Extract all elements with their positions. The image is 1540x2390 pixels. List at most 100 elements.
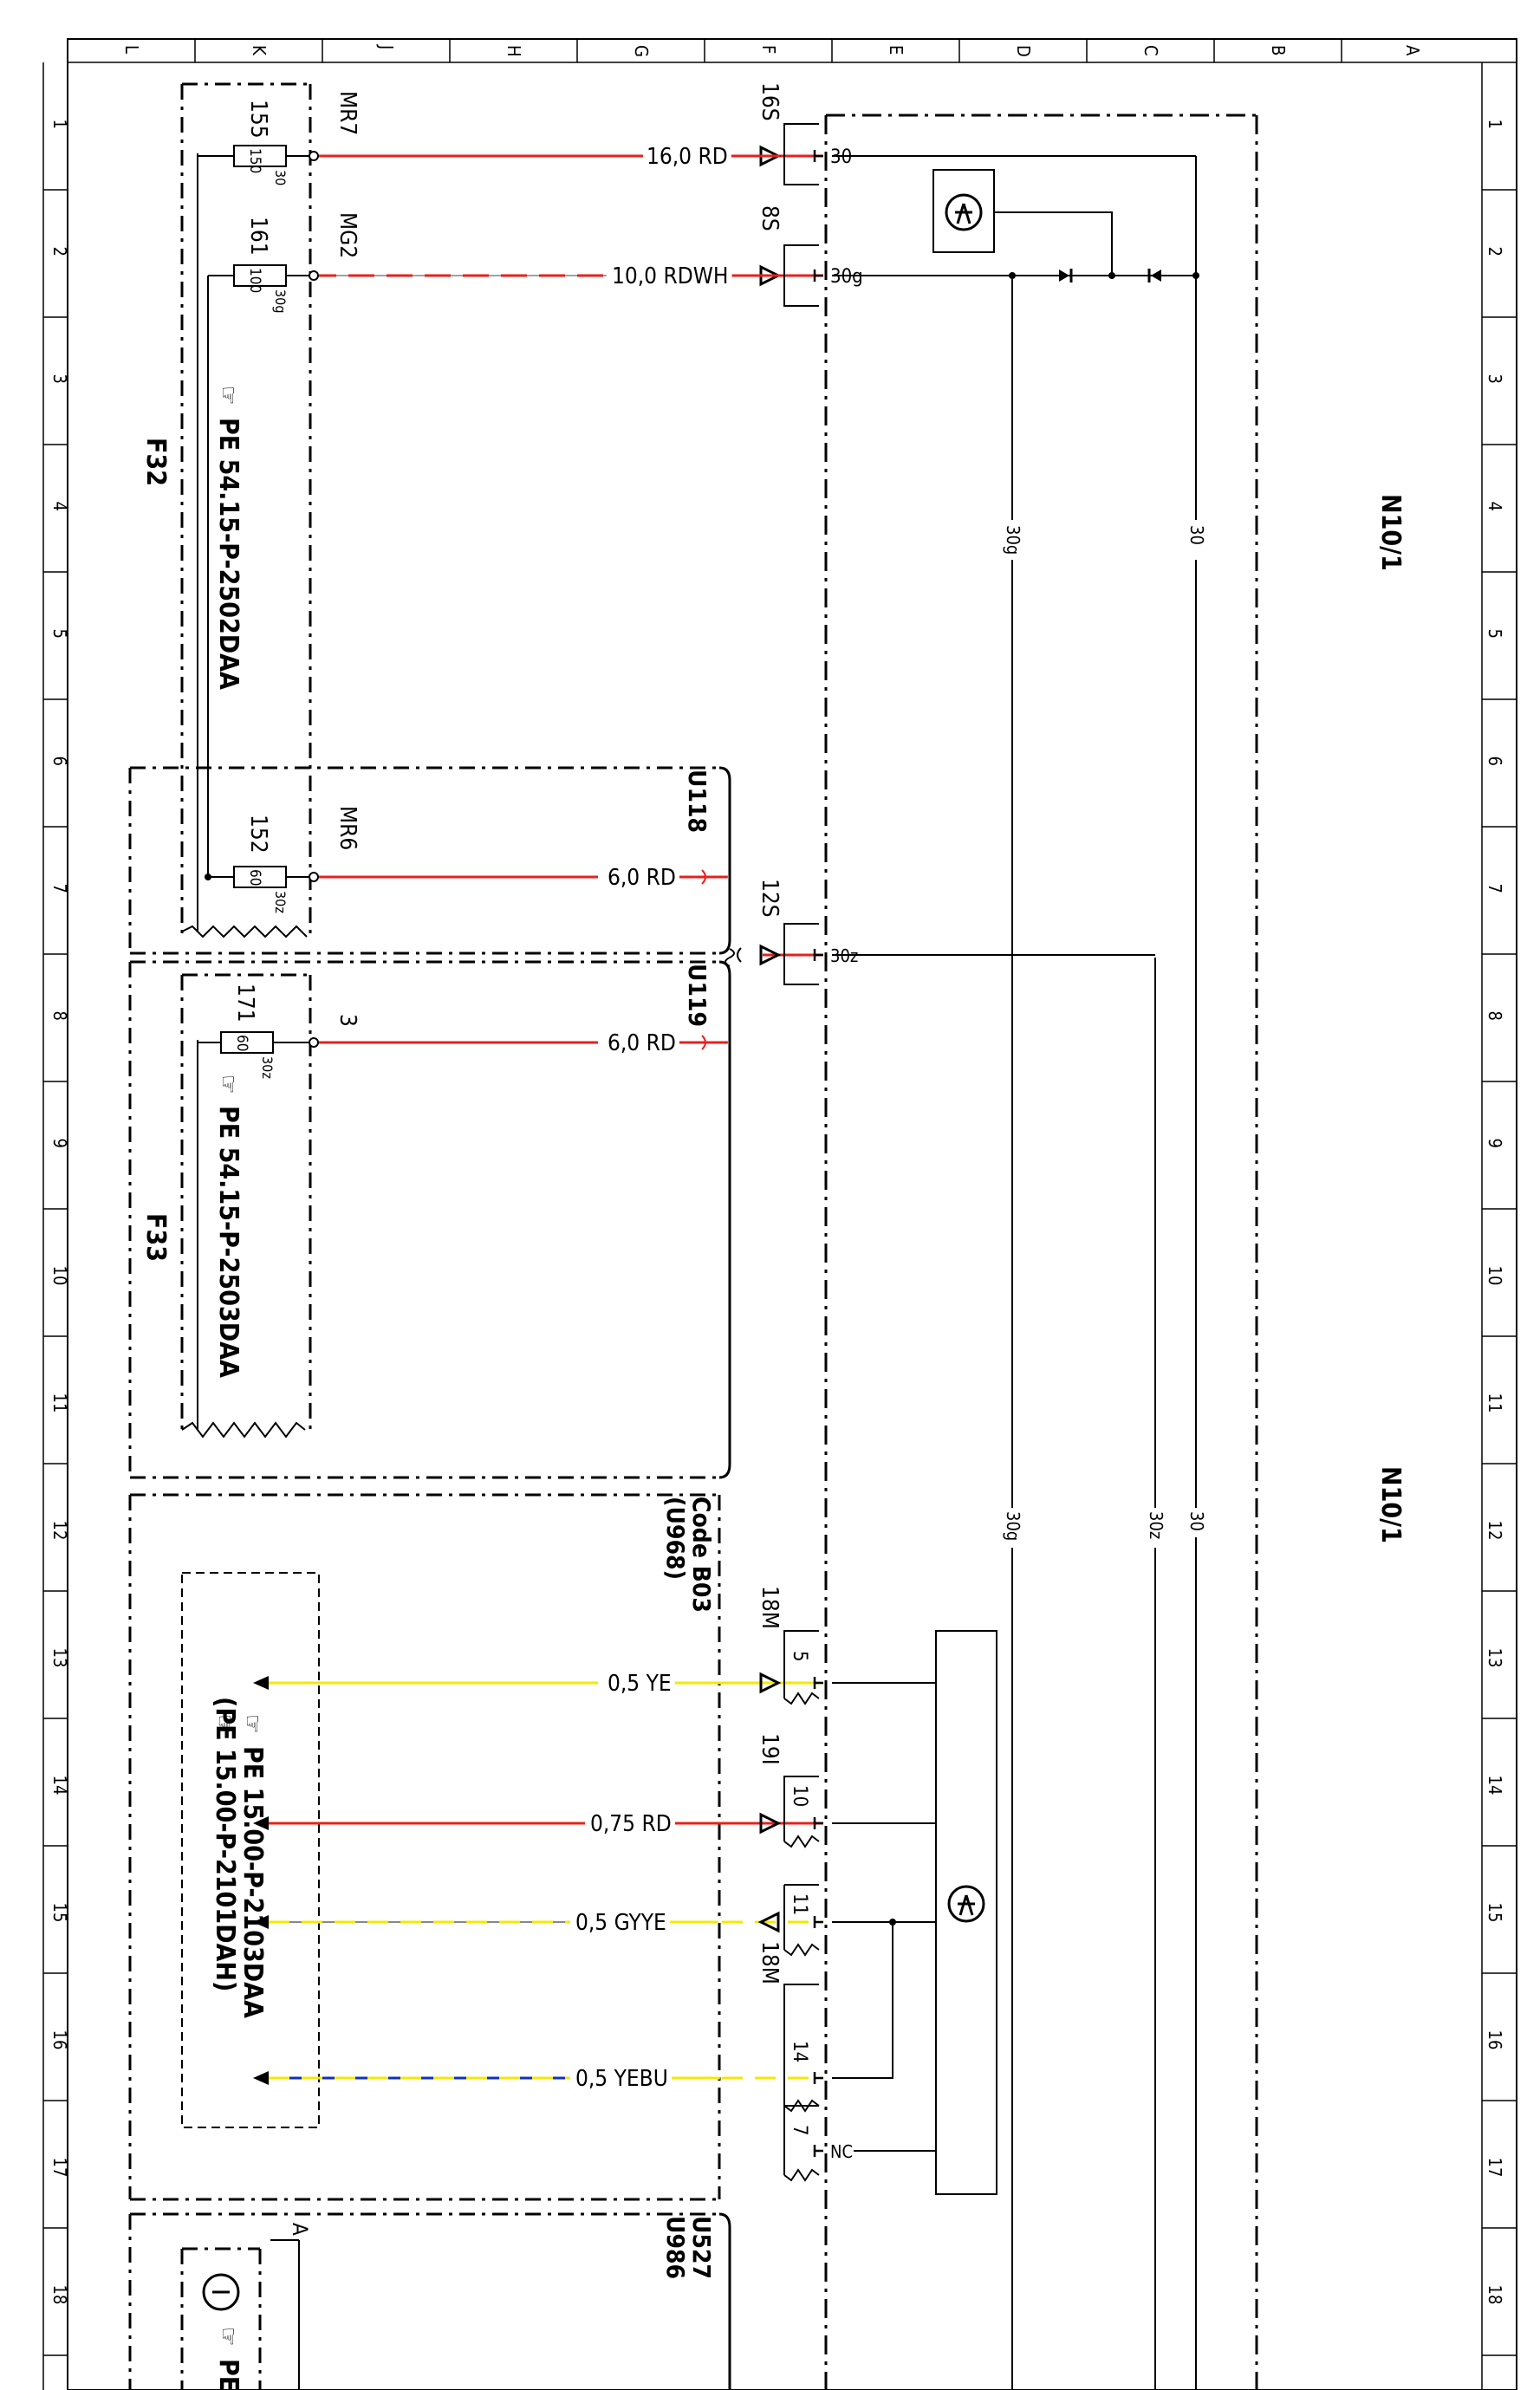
hand-pointer-icon: ☞ (211, 1714, 239, 1734)
grid-row-label: 16 (49, 2030, 70, 2050)
splice-label: MG2 (335, 212, 361, 258)
pin-14: 14 (789, 2041, 810, 2062)
grid-row-label: 1 (1485, 120, 1505, 129)
grid-row-label: 14 (1485, 1776, 1505, 1796)
fuse-number: 161 (245, 217, 271, 256)
hand-pointer-icon: ☞ (238, 1714, 267, 1734)
ref-bottom[interactable]: PE (213, 2359, 244, 2390)
fuse-terminal: 30z (259, 1056, 276, 1079)
grid-row-label: 13 (1485, 1648, 1505, 1668)
connector-c3: 12S (757, 879, 783, 918)
ref-f33[interactable]: PE 54.15-P-2503DAA (213, 1106, 244, 1378)
fuse-number: 152 (245, 815, 271, 854)
grid-row-label: 12 (1485, 1521, 1505, 1541)
fuse-rating: 60 (246, 869, 263, 886)
pin-30z: 30z (830, 945, 858, 966)
wire-label: 16,0 RD (647, 144, 728, 170)
fuse-block-f33: F33 (140, 1213, 171, 1262)
connector-c2: 8S (757, 205, 783, 231)
grid-row-label: 6 (49, 757, 70, 766)
pin-11: 11 (789, 1893, 810, 1915)
bus-label-30g-top: 30g (1003, 525, 1023, 555)
grid-row-label: 7 (1485, 884, 1505, 893)
transistor-icon (947, 1885, 985, 1923)
hand-pointer-icon: ☞ (214, 386, 243, 406)
pin-10: 10 (789, 1785, 810, 1807)
grid-row-label: 13 (49, 1648, 70, 1668)
connector-c4: 18M (757, 1586, 783, 1629)
grid-row-label: 11 (1485, 1393, 1505, 1413)
connector-c5: 19I (757, 1733, 783, 1765)
ref-code-2[interactable]: (PE 15.00-P-2101DAH) (210, 1697, 240, 1991)
grid-row-label: 2 (1485, 247, 1505, 257)
grid-row-label: 18 (49, 2285, 70, 2305)
ref-f32[interactable]: PE 54.15-P-2502DAA (213, 418, 244, 690)
grid-row-label: 18 (1485, 2285, 1505, 2305)
grid-column-label: J (376, 44, 397, 49)
grid-row-label: 8 (1485, 1011, 1505, 1021)
control-module (935, 1630, 997, 2195)
grid-column-label: A (1402, 45, 1423, 56)
grid-row-label: 2 (49, 247, 70, 257)
wire-label: 10,0 RDWH (612, 263, 728, 289)
grid-row-label: 4 (49, 502, 70, 511)
grid-column-label: B (1268, 45, 1289, 55)
hand-pointer-icon: ☞ (214, 1075, 243, 1094)
wire-label: 0,75 RD (590, 1811, 672, 1837)
wire-label: 0,5 YE (608, 1671, 672, 1697)
pin-nc: NC (830, 2141, 853, 2162)
fuse-terminal: 30 (272, 170, 289, 185)
grid-row-label: 6 (1485, 757, 1505, 766)
grid-row-label: 9 (49, 1139, 70, 1148)
grid-column-label: F (758, 45, 779, 54)
bus-label-30z-bottom: 30z (1146, 1511, 1166, 1539)
fuse-rating: 100 (246, 268, 263, 293)
grid-column-label: E (886, 45, 906, 55)
connector-c1: 16S (757, 82, 783, 121)
grid-row-label: 11 (49, 1393, 70, 1413)
grid-row-label: 15 (1485, 1903, 1505, 1923)
component-n10-1-bottom: N10/1 (1375, 1466, 1406, 1543)
module-u119: U119 (683, 964, 712, 1027)
pin-5: 5 (789, 1651, 810, 1662)
hand-pointer-icon: ☞ (214, 2327, 243, 2347)
label-a: A (288, 2223, 312, 2236)
grid-row-label: 16 (1485, 2030, 1505, 2050)
fuse-rating: 60 (233, 1035, 250, 1051)
fuse-terminal: 30g (272, 289, 289, 313)
bus-label-30-bottom: 30 (1186, 1511, 1207, 1531)
grid-row-label: 7 (49, 884, 70, 893)
u986-label: U986 (661, 2216, 690, 2279)
splice-label: MR7 (335, 91, 361, 135)
grid-row-label: 15 (49, 1903, 70, 1923)
grid-column-label: H (504, 45, 524, 57)
fuse-block-f32: F32 (140, 438, 171, 486)
ref-code-1[interactable]: PE 15.00-P-2103DAA (237, 1746, 268, 2018)
grid-row-label: 5 (49, 629, 70, 639)
grid-row-label: 12 (49, 1521, 70, 1541)
connector-c6: 18M (757, 1941, 783, 1984)
grid-column-label: K (249, 45, 270, 56)
code-b03-label: Code B03 (687, 1497, 716, 1613)
bus-label-30-top: 30 (1186, 525, 1207, 545)
wire-label: 6,0 RD (608, 1030, 676, 1056)
module-u118: U118 (683, 770, 712, 833)
component-n10-1-top: N10/1 (1375, 494, 1406, 571)
fuse-rating: 150 (246, 148, 263, 173)
splice-label: 3 (335, 1014, 361, 1027)
transistor-icon (202, 2273, 240, 2311)
u968-label: (U968) (661, 1497, 690, 1580)
diode-icon (1147, 269, 1161, 283)
pin-30: 30 (830, 146, 852, 168)
diode-icon (1059, 269, 1073, 283)
grid-row-label: 1 (49, 120, 70, 129)
bus-label-30g-bottom: 30g (1003, 1511, 1023, 1541)
grid-row-label: 3 (1485, 374, 1505, 384)
grid-column-label: D (1013, 45, 1034, 57)
grid-column-label: G (631, 45, 652, 57)
pin-7: 7 (789, 2125, 810, 2136)
grid-row-label: 8 (49, 1011, 70, 1021)
pin-30g: 30g (830, 266, 863, 288)
grid-row-label: 17 (49, 2158, 70, 2178)
grid-row-label: 14 (49, 1776, 70, 1796)
